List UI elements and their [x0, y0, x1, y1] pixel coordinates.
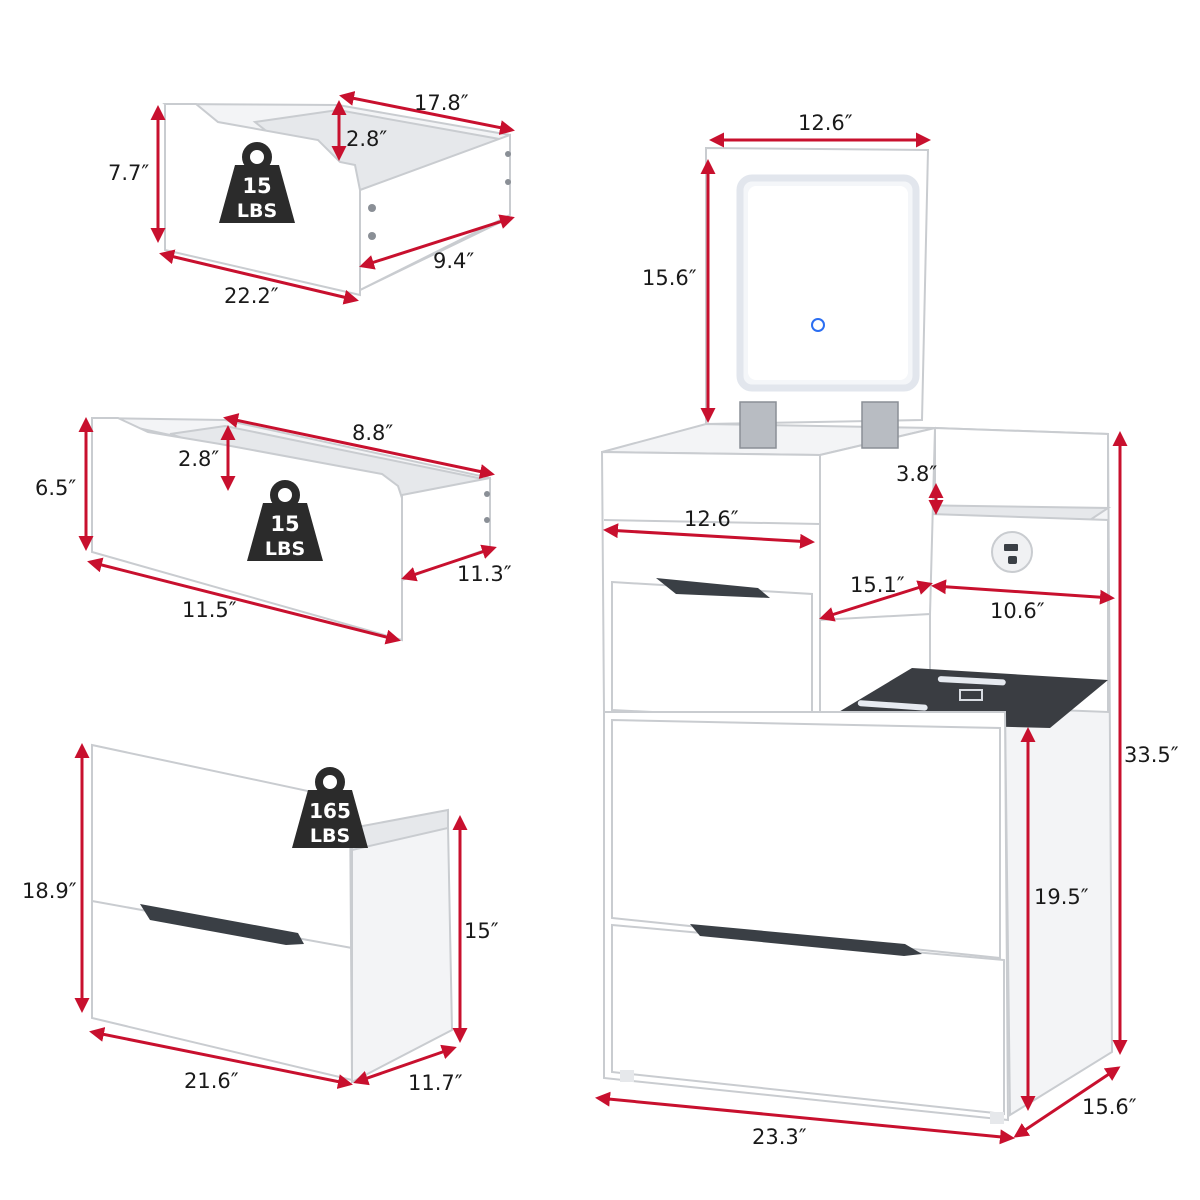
bottom-drawer-illustration: 165 LBS 18.9″ 15″ 21.6″ 11.7″	[22, 743, 499, 1095]
shelf-height-label: 3.8″	[896, 462, 937, 486]
shelf-width-label: 10.6″	[990, 599, 1045, 623]
middle-drawer-weight-value: 15	[270, 512, 299, 536]
middle-drawer-depth-line	[223, 413, 495, 479]
total-depth-line	[1013, 1066, 1121, 1138]
top-drawer-illustration: 15 LBS 7.7″ 2.8″ 17.8″ 22.2″ 9.4″	[108, 90, 515, 308]
middle-drawer-width-line	[87, 557, 401, 645]
top-drawer-weight-value: 15	[242, 174, 271, 198]
top-drawer-inner-width-line	[359, 214, 515, 270]
top-drawer-width-line	[159, 249, 359, 305]
top-drawer-inner-width-label: 9.4″	[433, 249, 474, 273]
middle-drawer-inner-width-label: 11.3″	[457, 562, 512, 586]
compartment-width-line	[603, 523, 815, 549]
top-drawer-inner-height-label: 2.8″	[346, 127, 387, 151]
shelf-depth-line	[819, 580, 933, 622]
total-height-label: 33.5″	[1124, 743, 1179, 767]
middle-drawer-weight-unit: LBS	[265, 538, 305, 560]
mirror-width-label: 12.6″	[798, 111, 853, 135]
middle-drawer-weight-badge: 15 LBS	[247, 484, 323, 561]
usb-port-icon	[991, 531, 1033, 573]
bottom-drawer-width-label: 21.6″	[184, 1069, 239, 1093]
top-drawer-height-label: 7.7″	[108, 161, 149, 185]
total-depth-label: 15.6″	[1082, 1095, 1137, 1119]
middle-drawer-illustration: 15 LBS 6.5″ 2.8″ 8.8″ 11.5″ 11.3″	[35, 413, 512, 645]
right-hinge-icon	[861, 401, 899, 449]
mirror-touch-switch-icon	[811, 318, 825, 332]
bottom-drawer-height-label: 18.9″	[22, 879, 77, 903]
compartment-width-label: 12.6″	[684, 507, 739, 531]
mirror-height-label: 15.6″	[642, 266, 697, 290]
shelf-width-line	[931, 579, 1115, 605]
middle-drawer-inner-width-line	[401, 544, 497, 582]
top-drawer-width-label: 22.2″	[224, 284, 279, 308]
bottom-drawer-weight-unit: LBS	[310, 825, 350, 847]
bottom-drawer-width-line	[89, 1027, 353, 1089]
top-drawer-depth-label: 17.8″	[414, 91, 469, 115]
cabinet-illustration: 12.6″ 15.6″ 12.6″ 3.8″ 15.1″ 10.6″ 33.5″…	[595, 111, 1179, 1149]
total-width-line	[595, 1091, 1015, 1145]
bottom-drawer-depth-label: 11.7″	[408, 1071, 463, 1095]
lower-height-label: 19.5″	[1034, 885, 1089, 909]
bottom-drawer-inner-height-label: 15″	[464, 919, 499, 943]
bottom-drawer-weight-value: 165	[309, 799, 351, 823]
bottom-drawer-handle	[140, 904, 304, 945]
top-drawer-weight-unit: LBS	[237, 200, 277, 222]
middle-drawer-depth-label: 8.8″	[352, 421, 393, 445]
total-width-label: 23.3″	[752, 1125, 807, 1149]
top-drawer-weight-badge: 15 LBS	[219, 146, 295, 223]
top-drawer-depth-line	[339, 90, 515, 136]
middle-drawer-width-label: 11.5″	[182, 598, 237, 622]
cabinet-small-drawer-handle	[656, 578, 770, 598]
middle-drawer-height-label: 6.5″	[35, 476, 76, 500]
middle-drawer-inner-height-label: 2.8″	[178, 447, 219, 471]
bottom-drawer-depth-line	[353, 1044, 457, 1086]
shelf-depth-label: 15.1″	[850, 573, 905, 597]
cabinet-large-drawer-handle	[690, 924, 922, 956]
left-hinge-icon	[739, 401, 777, 449]
bottom-drawer-weight-badge: 165 LBS	[292, 771, 368, 848]
